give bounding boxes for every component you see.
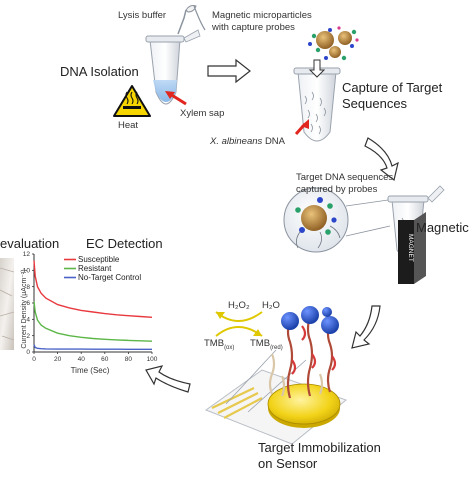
lysis-buffer-label: Lysis buffer [118,10,167,21]
tmb-ox-label: TMB(ox) [204,338,234,354]
red-arrowhead-dna [301,119,309,129]
probe-strands [268,315,337,399]
y-tick-label: 10 [23,268,31,275]
microparticles-icon [308,26,359,61]
y-tick-label: 6 [26,300,30,307]
sensor-electrode [204,369,348,445]
zoom-bubble [283,187,349,253]
h2o2-label: H₂O₂ [228,300,250,311]
flow-arrow-2 [364,137,399,182]
heat-label: Heat [118,120,139,131]
x-tick-label: 80 [125,356,133,363]
tmb-ox-sub: (ox) [224,344,235,351]
series-line-2 [33,344,152,350]
h2o-label: H₂O [262,300,280,311]
heat-warning-icon [113,85,151,117]
step-evaluation: evaluation [0,236,60,251]
step-magnetic: Magnetic [416,220,469,235]
legend-label-1: Resistant [78,264,112,273]
target-captured-line1: Target DNA sequences [296,172,394,183]
legend-label-2: No-Target Control [78,273,141,282]
y-tick-label: 2 [26,333,30,340]
microparticles-label-line2: with capture probes [212,22,295,33]
chart-ticks: 0 20 40 60 80 100 0 2 4 6 8 10 12 [23,251,158,363]
current-density-chart: 0 20 40 60 80 100 0 2 4 6 8 10 12 SusceptibleResista… [21,251,158,375]
pipette-icon [177,5,206,35]
x-tick-label: 0 [32,356,36,363]
pathogen-species: X. albineans [210,136,263,147]
step-capture-line2: Sequences [342,96,408,111]
series-line-1 [33,301,153,342]
red-arrow-xylem [169,92,187,106]
zoom-connector [345,199,391,237]
magnet-label: MAGNET [407,234,414,262]
pathogen-dna-suffix: DNA [264,136,285,147]
zoom-lines-sensor [225,349,307,413]
x-tick-label: 40 [78,356,86,363]
chart-series [33,260,153,350]
chart-ylabel: Current Density (μAcm⁻²) [21,269,28,348]
red-arrowhead-xylem [165,91,175,99]
y-tick-label: 4 [26,317,30,324]
tmb-ox-text: TMB [204,338,225,349]
step-ec-detection: EC Detection [86,236,163,251]
flow-arrow-3 [351,305,381,349]
y-tick-label: 8 [26,284,30,291]
x-tick-label: 20 [54,356,62,363]
legend-label-0: Susceptible [78,255,120,264]
x-tick-label: 100 [147,356,158,363]
tmb-red-label: TMB(red) [250,338,283,354]
magnet-block: MAGNET [398,212,426,284]
chart-xlabel: Time (Sec) [71,366,110,375]
step-dna-isolation: DNA Isolation [60,64,139,79]
microparticles-label-line1: Magnetic microparticles [212,10,312,21]
tmb-red-text: TMB [250,338,271,349]
target-captured-line2: captured by probes [296,184,378,195]
probe-balls [281,306,339,334]
step-immobilization-line2: on Sensor [258,456,318,471]
xylem-sap-label: Xylem sap [180,108,225,119]
flow-arrow-1 [207,58,251,84]
series-line-0 [33,260,153,318]
leaf-photo [0,258,15,350]
down-arrow-capture [308,59,326,78]
y-tick-label: 12 [23,251,31,258]
step-capture-line1: Capture of Target [342,80,443,95]
y-tick-label: 0 [26,349,30,356]
step-immobilization-line1: Target Immobilization [258,440,381,455]
tmb-reaction-arrows [215,311,263,337]
tmb-arrowhead-1 [253,329,262,336]
pathogen-dna-label: X. albineans DNA [210,136,285,147]
x-tick-label: 60 [101,356,109,363]
tmb-red-sub: (red) [270,344,283,351]
tmb-arrowhead-2 [216,312,225,319]
flow-arrow-4 [145,365,191,393]
